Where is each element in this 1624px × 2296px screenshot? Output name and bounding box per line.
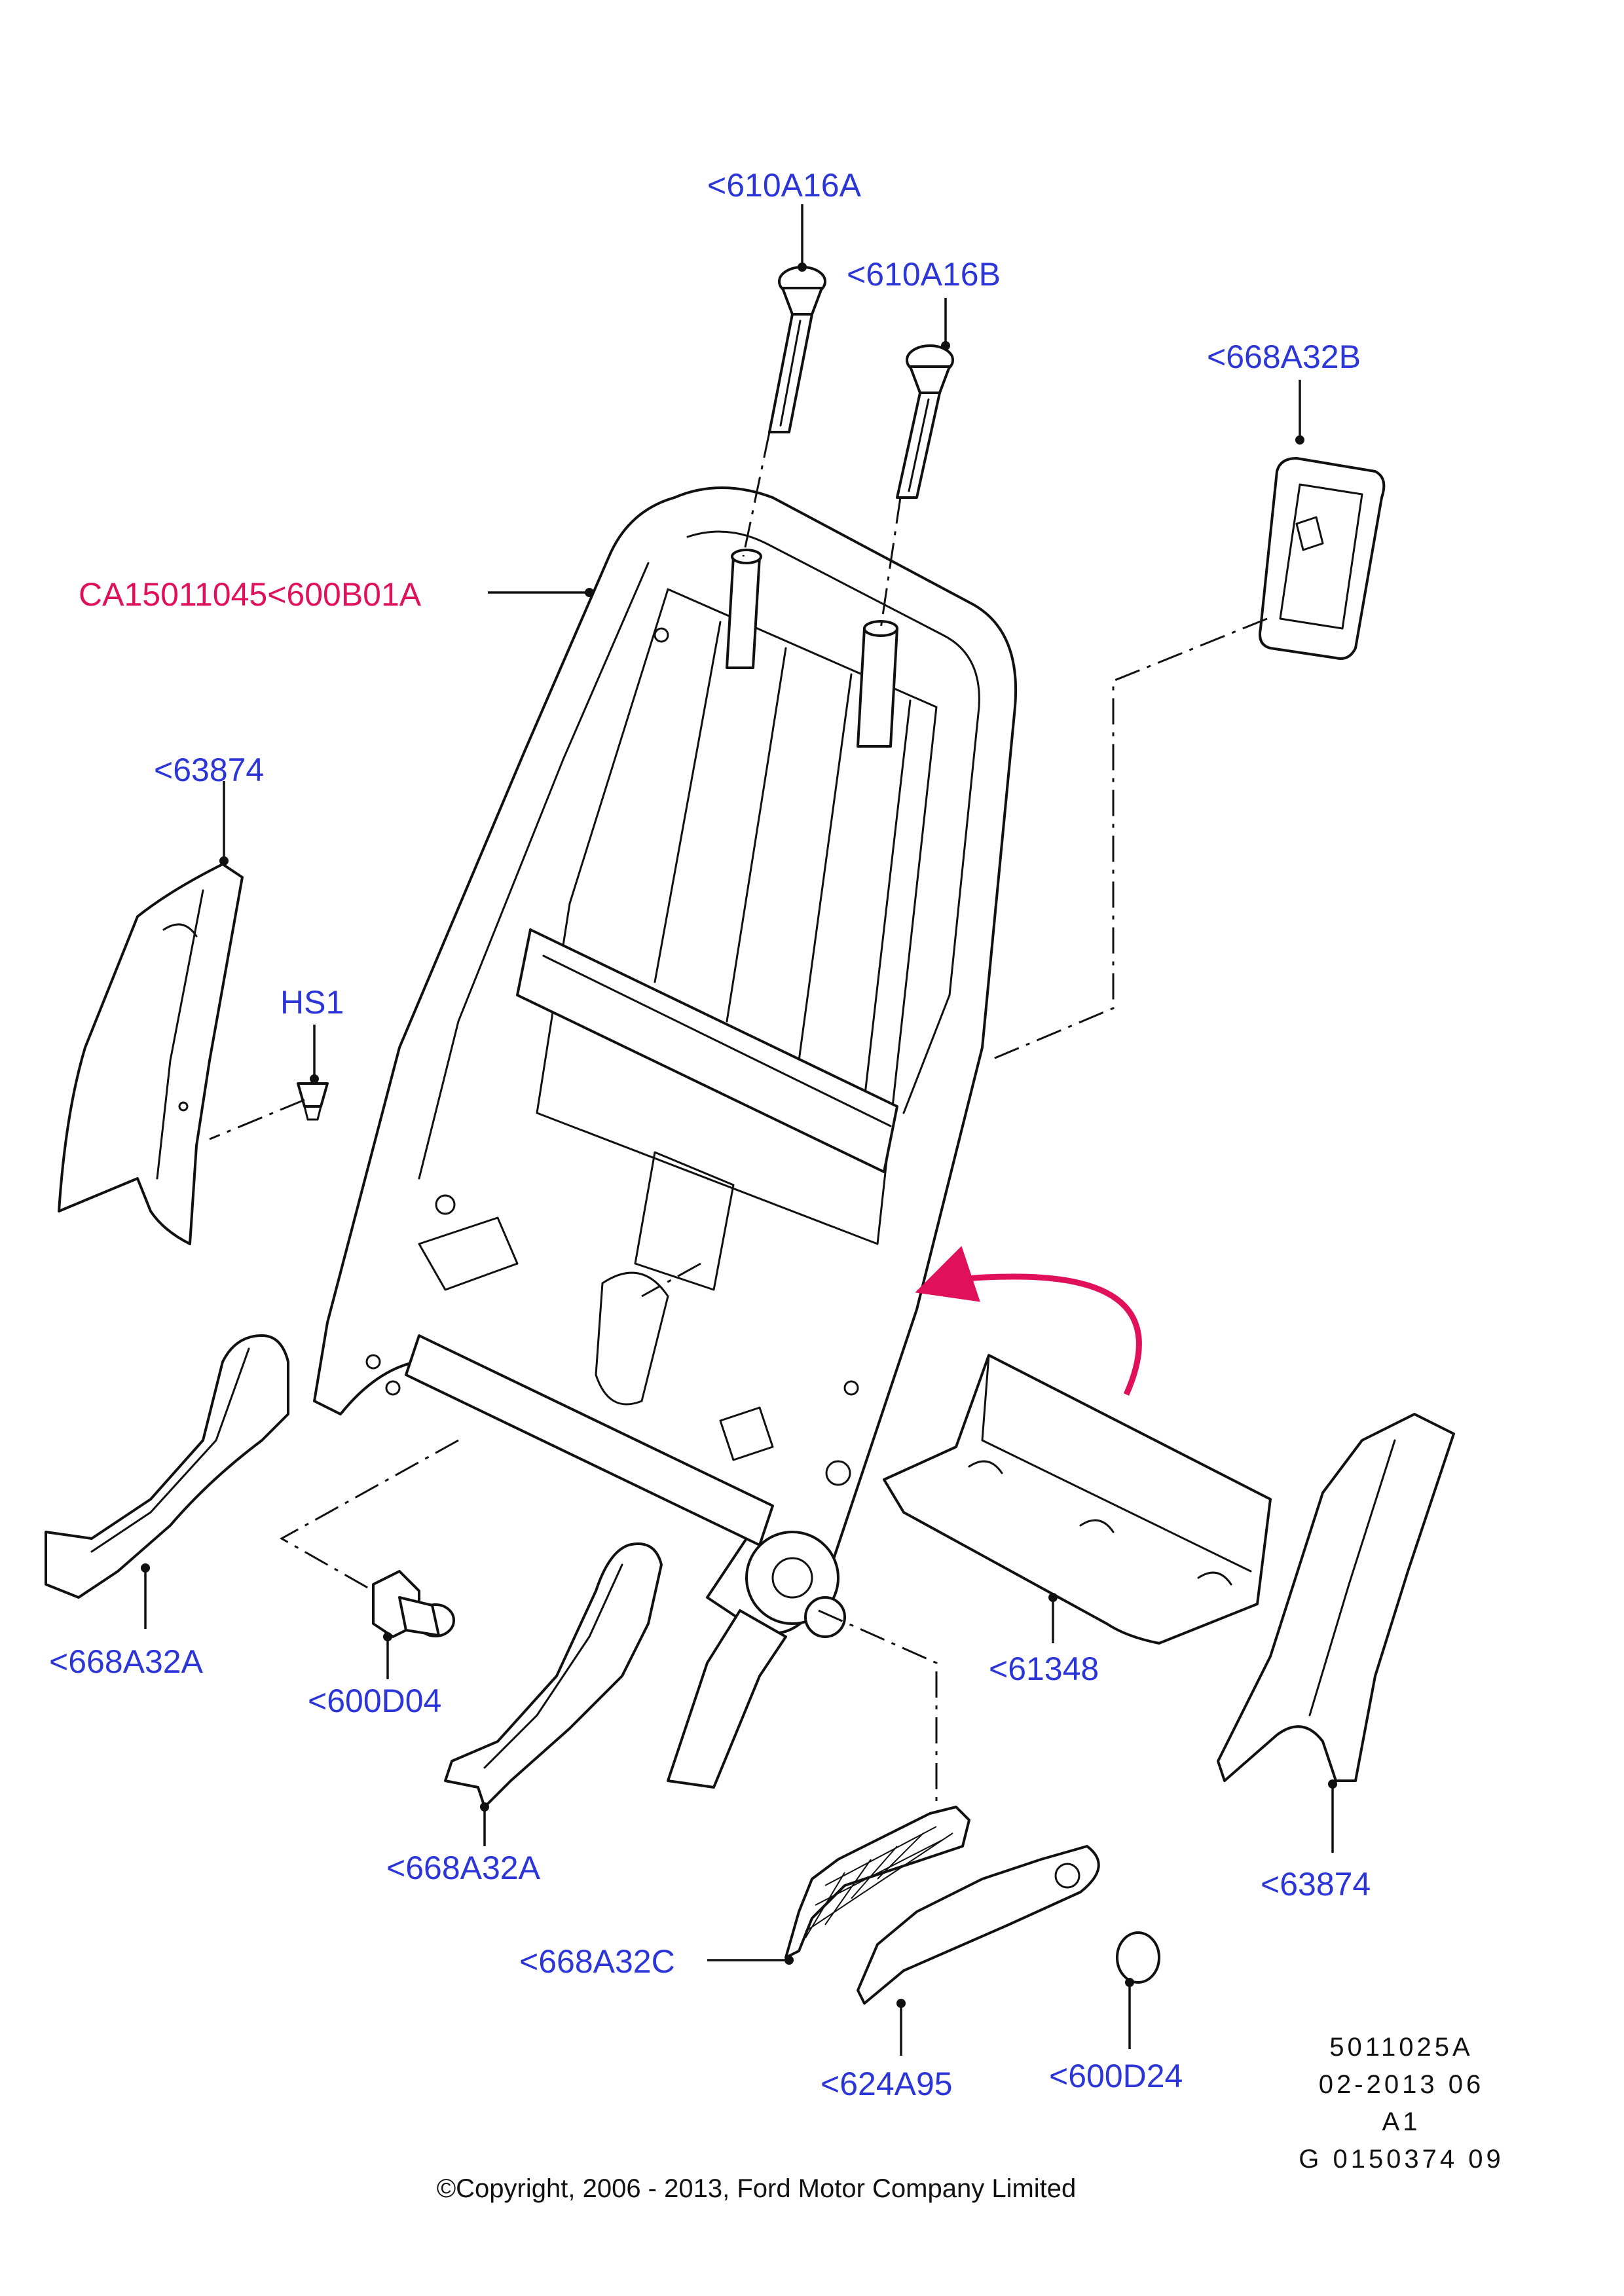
callout-panel: <61348 [989,1650,1099,1687]
meta-reference: G 0150374 09 [1299,2145,1504,2174]
callout-cap: <600D24 [1049,2058,1183,2094]
release-handle-624a95 [857,1845,1100,2005]
side-trim-left-lower [45,1334,289,1599]
headrest-pin-b [896,344,954,499]
side-trim-left-upper [58,863,244,1245]
copyright-notice: ©Copyright, 2006 - 2013, Ford Motor Comp… [437,2174,1077,2203]
meta-revision: A1 [1382,2107,1421,2136]
callout-bushing: <600D04 [308,1683,441,1719]
callout-handle: <624A95 [821,2066,953,2102]
screw-hs1 [297,1082,329,1121]
callout-screw: HS1 [280,984,344,1021]
trim-panel-61348 [883,1354,1272,1645]
callout-pin-a: <610A16A [707,167,862,204]
callout-trim-center-lower: <668A32A [386,1850,541,1886]
callout-trim-right: <63874 [1261,1866,1371,1903]
callout-pin-b: <610A16B [847,256,1001,293]
assembly-lines [209,431,1268,1807]
bushing-600d04 [372,1570,455,1638]
headrest-pin-a [768,266,826,433]
callout-trim-left-lower: <668A32A [49,1643,204,1680]
cap-600d24 [1116,1931,1160,1984]
meta-date: 02-2013 06 [1319,2070,1484,2099]
seat-back-frame [313,486,1018,1789]
callout-trim-left-upper: <63874 [154,752,264,788]
callout-cover-c: <668A32C [519,1943,675,1980]
side-trim-right [1217,1413,1455,1782]
trim-cover-top-right [1259,457,1386,660]
meta-diagram-code: 5011025A [1329,2033,1473,2062]
rotation-arrow-icon [915,1246,1142,1396]
callout-frame: CA15011045<600B01A [79,576,422,613]
callout-trim-top-right: <668A32B [1207,338,1361,375]
cover-668a32c [784,1806,970,1959]
leader-lines [141,204,1337,2056]
side-trim-center-lower [444,1542,663,1808]
